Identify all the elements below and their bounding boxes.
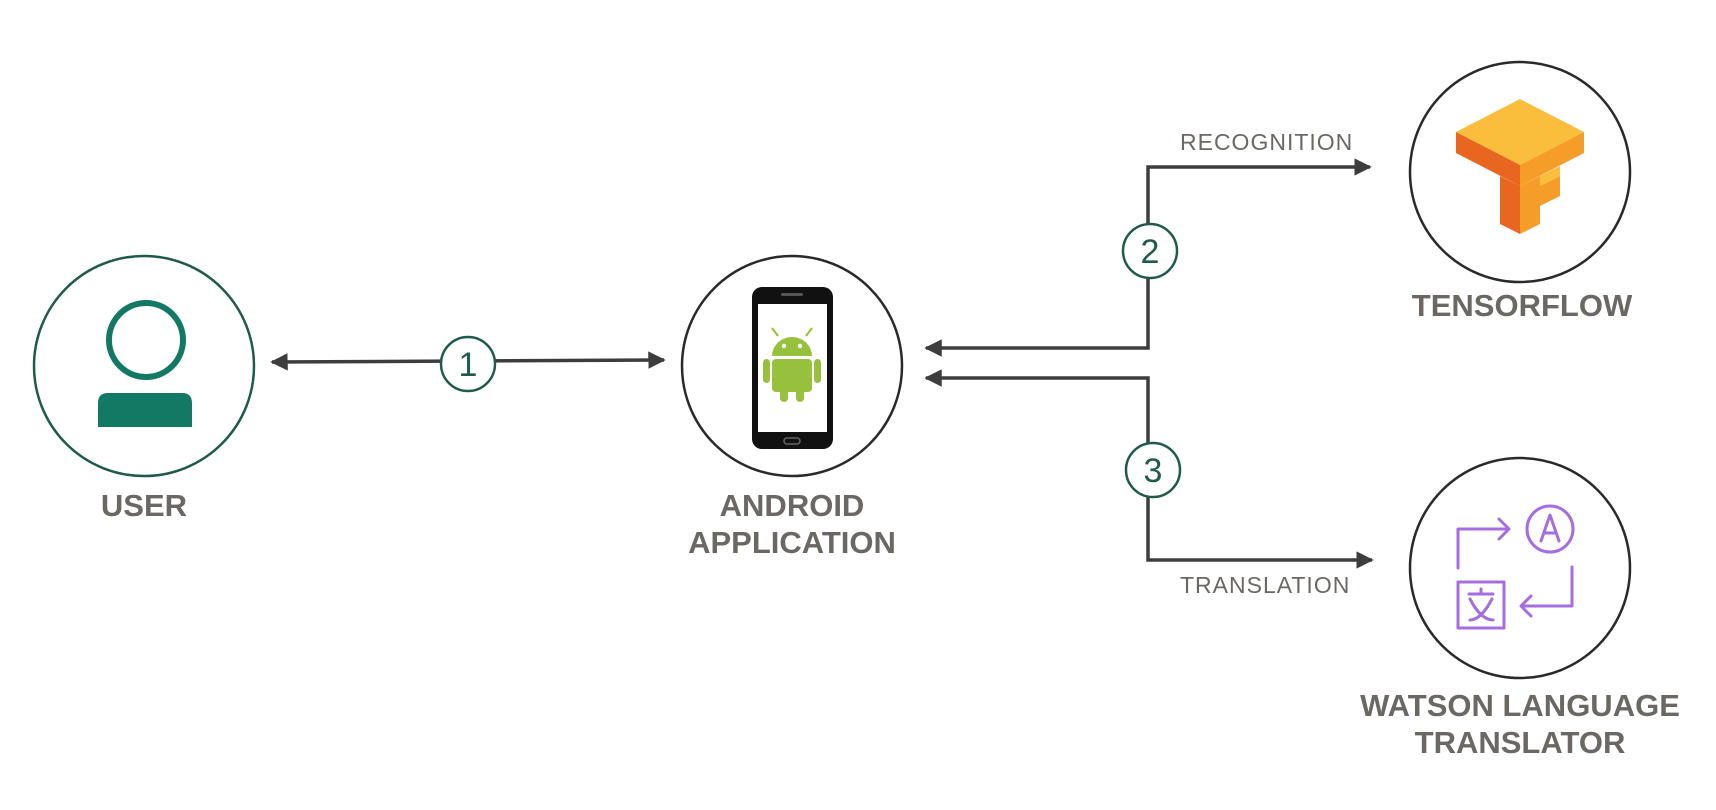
svg-text:2: 2 — [1141, 233, 1160, 271]
android-label-line1: ANDROID — [720, 488, 865, 523]
tensorflow-node: TENSORFLOW — [1408, 60, 1633, 323]
tensorflow-logo-icon — [1456, 99, 1584, 234]
android-label-line2: APPLICATION — [688, 525, 896, 560]
svg-text:3: 3 — [1144, 452, 1163, 490]
step-badge-2: 2 — [1121, 222, 1179, 280]
translation-label: TRANSLATION — [1180, 572, 1350, 598]
step-badge-3: 3 — [1124, 441, 1182, 499]
language-translator-icon — [1456, 504, 1575, 630]
watson-node: WATSON LANGUAGE TRANSLATOR — [1360, 456, 1680, 760]
user-label: USER — [101, 488, 187, 523]
watson-label-line2: TRANSLATOR — [1415, 725, 1626, 760]
android-node: ANDROID APPLICATION — [680, 254, 904, 560]
user-node: USER — [32, 254, 256, 523]
user-icon — [98, 300, 192, 427]
watson-label-line1: WATSON LANGUAGE — [1360, 688, 1680, 723]
svg-text:1: 1 — [459, 346, 478, 384]
android-phone-icon — [752, 287, 833, 449]
tensorflow-label: TENSORFLOW — [1412, 288, 1633, 323]
step-badge-1: 1 — [439, 335, 497, 393]
recognition-label: RECOGNITION — [1180, 129, 1353, 155]
